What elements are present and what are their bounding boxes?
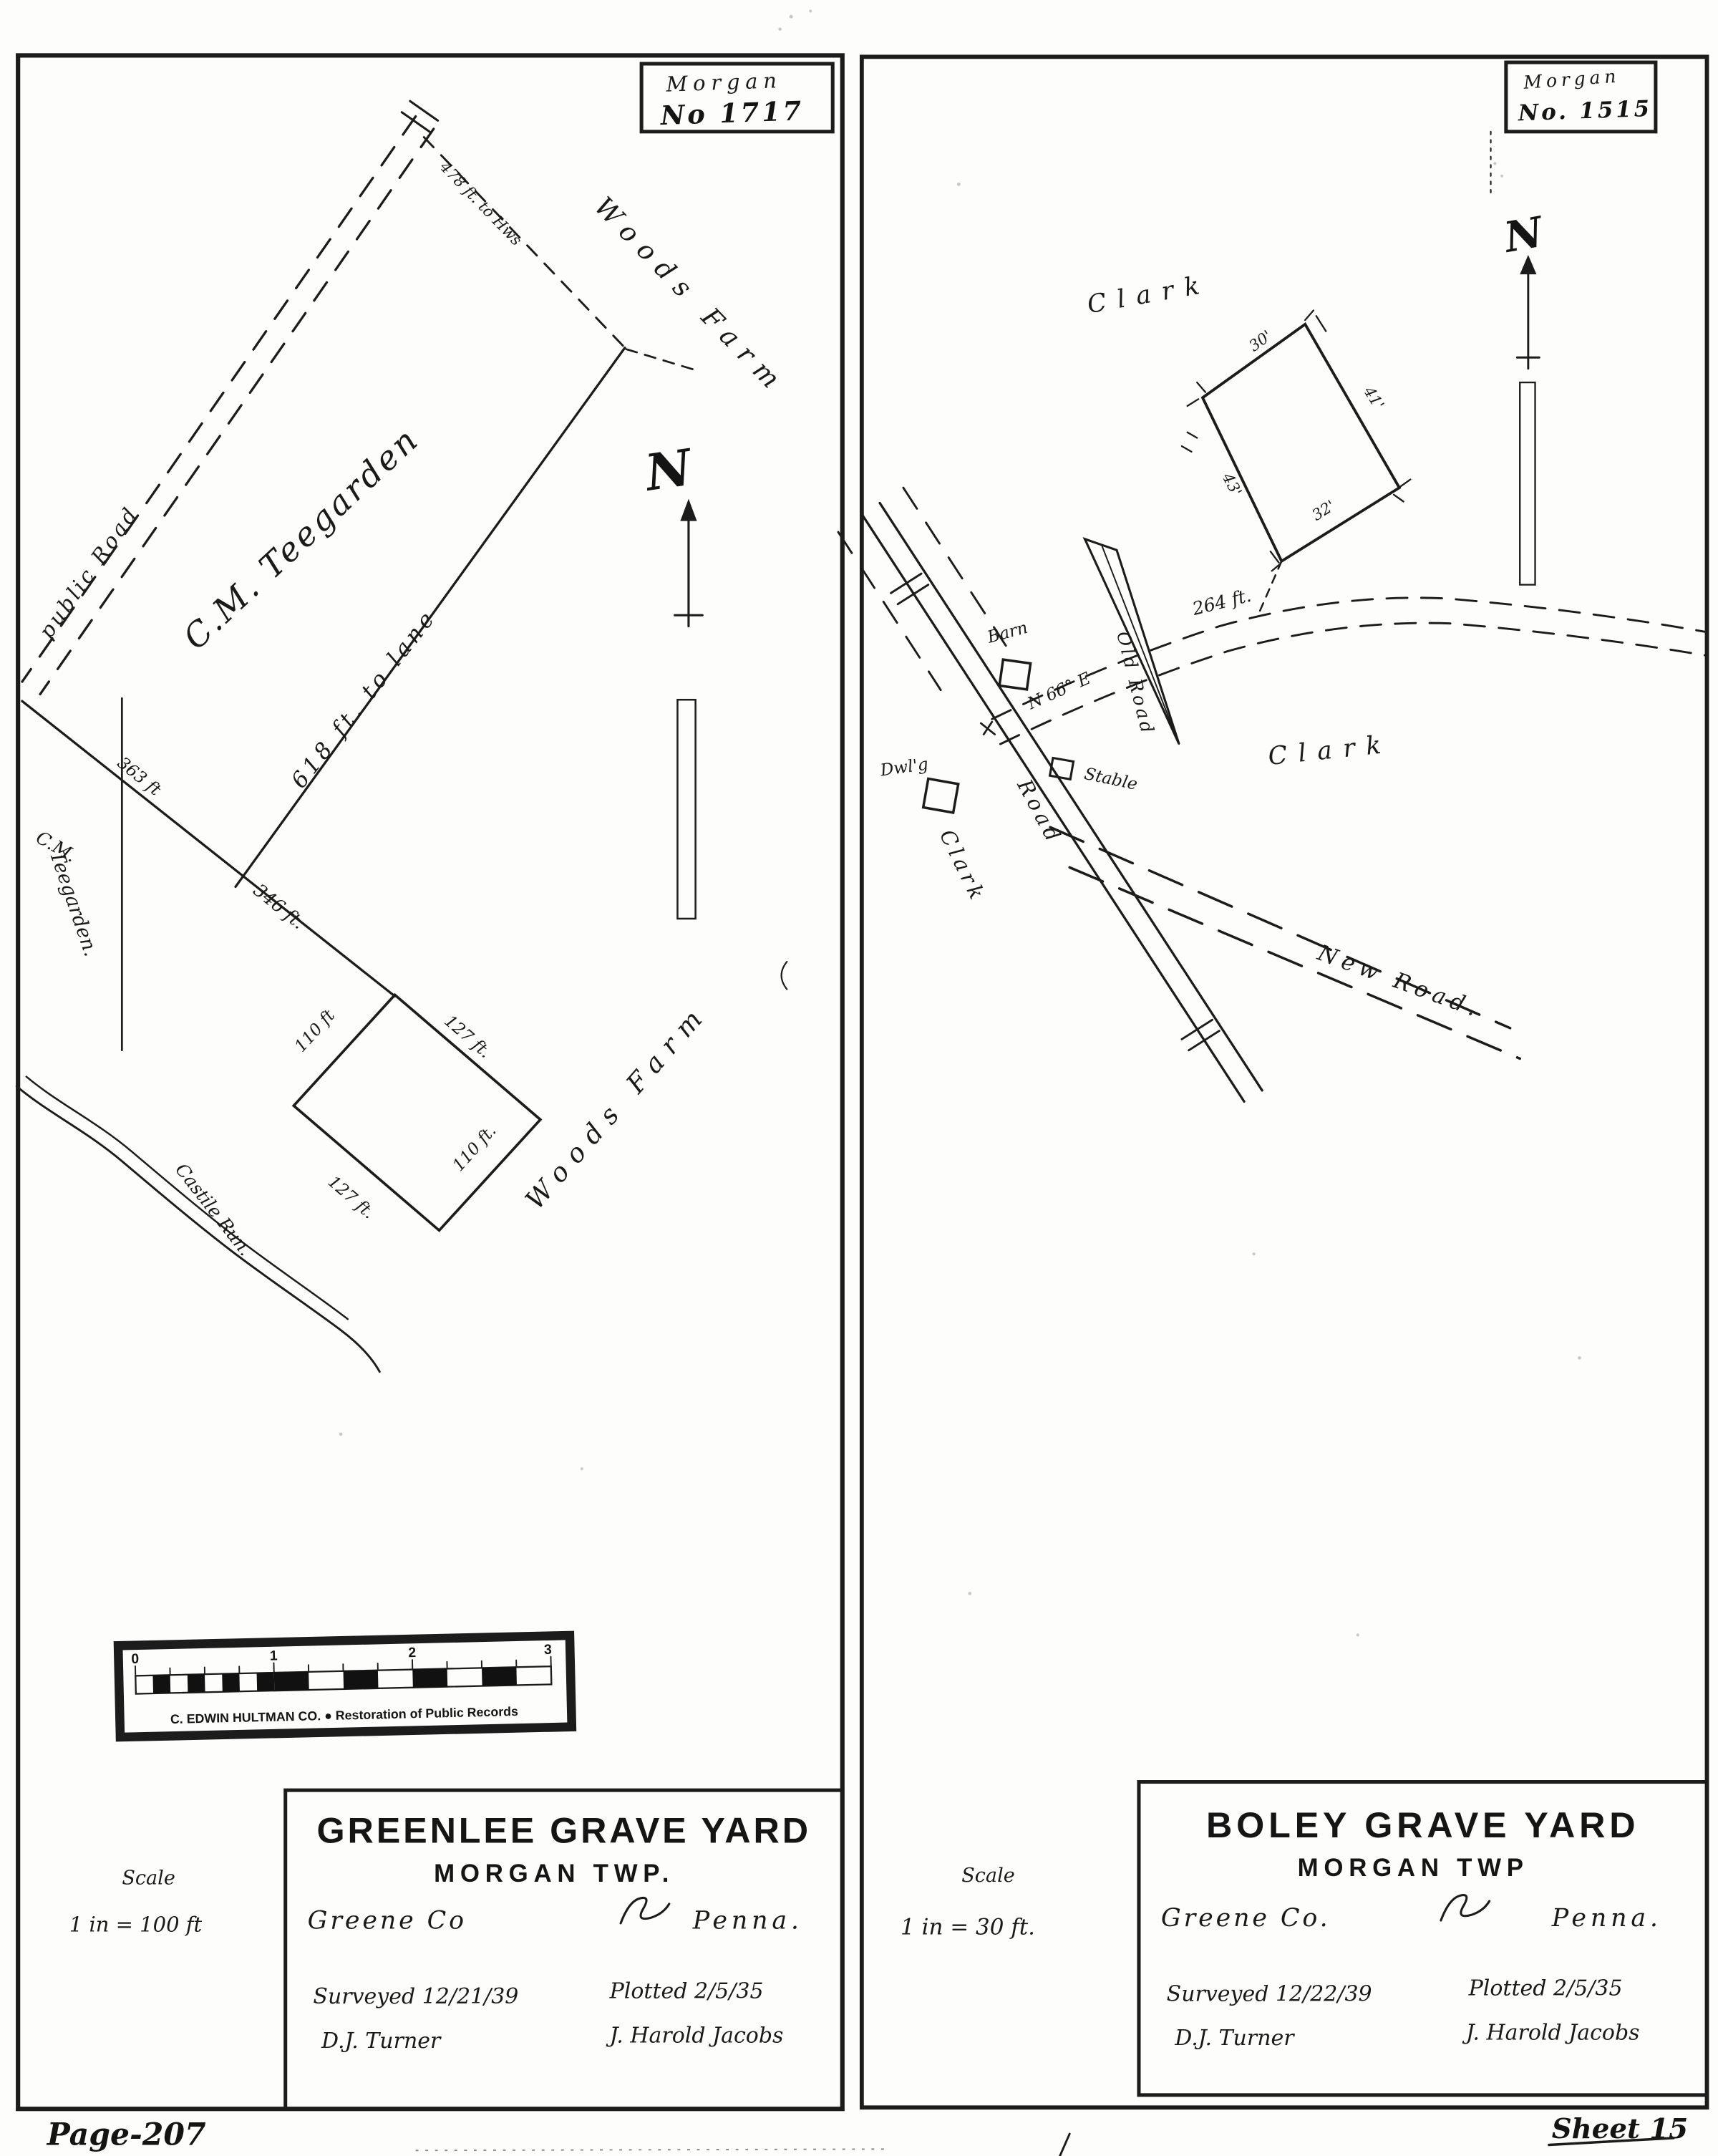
- clark-top-label: Clark: [1085, 270, 1213, 320]
- woods-farm-bottom-label: Woods Farm: [519, 997, 714, 1215]
- north-arrow-bar: [676, 698, 697, 920]
- distance-264: 264 ft.: [1190, 585, 1253, 620]
- distance-346: 346 ft.: [249, 879, 309, 933]
- right-county: Greene Co.: [1161, 1904, 1331, 1933]
- scale-tick-1: 1: [270, 1648, 278, 1663]
- castile-run-stream: [15, 1075, 381, 1373]
- scale-tick-3: 3: [544, 1642, 552, 1658]
- right-scale-label: Scale: [961, 1865, 1015, 1887]
- parcel-side-se: 110 ft.: [449, 1121, 500, 1175]
- north-letter: N: [641, 438, 697, 503]
- left-plat-county: Morgan: [665, 68, 782, 97]
- right-surveyor: D.J. Turner: [1174, 2026, 1295, 2051]
- left-plat-number: No 1717: [659, 95, 805, 131]
- right-north-arrow: N: [1499, 206, 1548, 586]
- lane-line-label: 618 ft. to lane: [286, 604, 442, 793]
- right-township: MORGAN TWP: [1298, 1854, 1529, 1882]
- right-scale-value: 1 in = 30 ft.: [901, 1914, 1035, 1940]
- flourish: [619, 1896, 671, 1925]
- corner-ticks: [1180, 309, 1412, 572]
- left-scale-label: Scale: [122, 1867, 175, 1890]
- parcel-road-connector: [1257, 560, 1283, 617]
- stray-slash: [1059, 2132, 1071, 2156]
- parcel-side-sw: 127 ft.: [324, 1172, 379, 1223]
- dwelling: Dwl'g: [878, 755, 960, 814]
- left-county: Greene Co: [308, 1907, 467, 1935]
- sheet-number: Sheet 15: [1548, 2113, 1688, 2147]
- clark-mid-label: Clark: [1267, 730, 1394, 771]
- greenlee-cemetery-parcel: 110 ft 127 ft. 110 ft. 127 ft.: [291, 992, 543, 1232]
- left-north-arrow: N: [641, 438, 704, 920]
- parcel-side-nw: 110 ft: [291, 1005, 339, 1055]
- north-arrowhead: [1520, 255, 1537, 275]
- right-plat-county: Morgan: [1522, 65, 1621, 92]
- location-pointer: [1082, 537, 1180, 745]
- lane-boundary-line: [234, 347, 626, 889]
- right-plat-number: No. 1515: [1517, 96, 1652, 127]
- greenlee-plat-panel: Morgan No 1717 public Road 478 ft. to Hw…: [15, 53, 845, 2112]
- scale-tick-0: 0: [131, 1651, 139, 1667]
- clark-road-label: Clark: [935, 826, 991, 907]
- main-road: [837, 486, 1263, 1103]
- parcel-side-top: 30': [1246, 327, 1275, 356]
- left-plat-number-box: Morgan No 1717: [639, 62, 835, 134]
- north-arrow-bar: [1519, 381, 1536, 586]
- boley-plat-panel: Morgan No. 1515 N Clark Clark 30' 41' 32…: [837, 54, 1709, 2110]
- right-surveyed: Surveyed 12/22/39: [1167, 1981, 1372, 2006]
- north-letter: N: [1499, 206, 1548, 262]
- road-end-tick: [400, 111, 431, 133]
- public-road: [21, 100, 440, 696]
- stable: Stable: [1048, 756, 1139, 794]
- owner-teegarden-left-2: Teegarden.: [45, 848, 102, 959]
- hultman-scale-bar: 0 1 2 3 C. EDWIN HULTMAN CO. ● Restorati…: [113, 1630, 577, 1742]
- scale-bar-caption: C. EDWIN HULTMAN CO. ● Restoration of Pu…: [170, 1704, 518, 1726]
- left-township: MORGAN TWP.: [434, 1860, 674, 1887]
- right-title: BOLEY GRAVE YARD: [1206, 1804, 1639, 1845]
- left-draftsman: J. Harold Jacobs: [606, 2023, 784, 2048]
- scan-edge-dots: [415, 2148, 887, 2152]
- tie-line-extension: [625, 348, 701, 372]
- flourish: [1440, 1894, 1491, 1922]
- left-title: GREENLEE GRAVE YARD: [317, 1810, 811, 1851]
- dwelling-label: Dwl'g: [878, 755, 929, 780]
- right-plotted: Plotted 2/5/35: [1468, 1976, 1623, 2001]
- old-road: [991, 596, 1707, 745]
- left-state: Penna.: [692, 1907, 803, 1935]
- left-panel-border: [16, 53, 845, 2112]
- page-number: Page-207: [47, 2117, 206, 2153]
- owner-teegarden-main: C.M. Teegarden: [176, 420, 427, 657]
- left-scale-value: 1 in = 100 ft: [69, 1913, 203, 1937]
- road-end-tick: [409, 100, 440, 122]
- tie-line-label: 478 ft. to Hws: [436, 158, 525, 249]
- public-road-label: public Road: [34, 501, 144, 643]
- parcel-side-bottom: 32': [1309, 497, 1339, 525]
- stray-mark: [780, 960, 788, 990]
- right-plat-number-box: Morgan No. 1515: [1504, 60, 1658, 134]
- parcel-side-ne: 127 ft.: [440, 1011, 495, 1062]
- stable-label: Stable: [1082, 764, 1139, 794]
- right-panel-border: [859, 54, 1709, 2110]
- scale-tick-2: 2: [408, 1645, 416, 1660]
- road-label: Road: [1012, 775, 1067, 849]
- road-hatch-upper: [890, 572, 930, 606]
- barn-label: Barn: [985, 618, 1030, 647]
- left-surveyed: Surveyed 12/21/39: [313, 1984, 518, 2009]
- left-plotted: Plotted 2/5/35: [609, 1978, 764, 2003]
- cemetery-access-line: [21, 700, 397, 997]
- stream-label: Castile Run.: [171, 1159, 256, 1260]
- parcel-side-right: 41': [1359, 383, 1387, 413]
- scan-speckles: [339, 9, 1581, 1637]
- road-hatch-lower: [1180, 1018, 1220, 1052]
- junction-mark: [979, 720, 996, 735]
- right-state: Penna.: [1551, 1904, 1662, 1933]
- clark-parcel: 30' 41' 32' 43': [1180, 309, 1412, 617]
- barn: Barn: [985, 618, 1032, 691]
- boley-title-block: BOLEY GRAVE YARD MORGAN TWP Greene Co. P…: [1137, 1780, 1709, 2097]
- new-road: [1049, 826, 1521, 1060]
- scale-bar-blocks: [152, 1667, 517, 1693]
- right-draftsman: J. Harold Jacobs: [1462, 2020, 1640, 2045]
- left-surveyor: D.J. Turner: [321, 2029, 442, 2054]
- greenlee-title-block: GREENLEE GRAVE YARD MORGAN TWP. Greene C…: [283, 1788, 845, 2111]
